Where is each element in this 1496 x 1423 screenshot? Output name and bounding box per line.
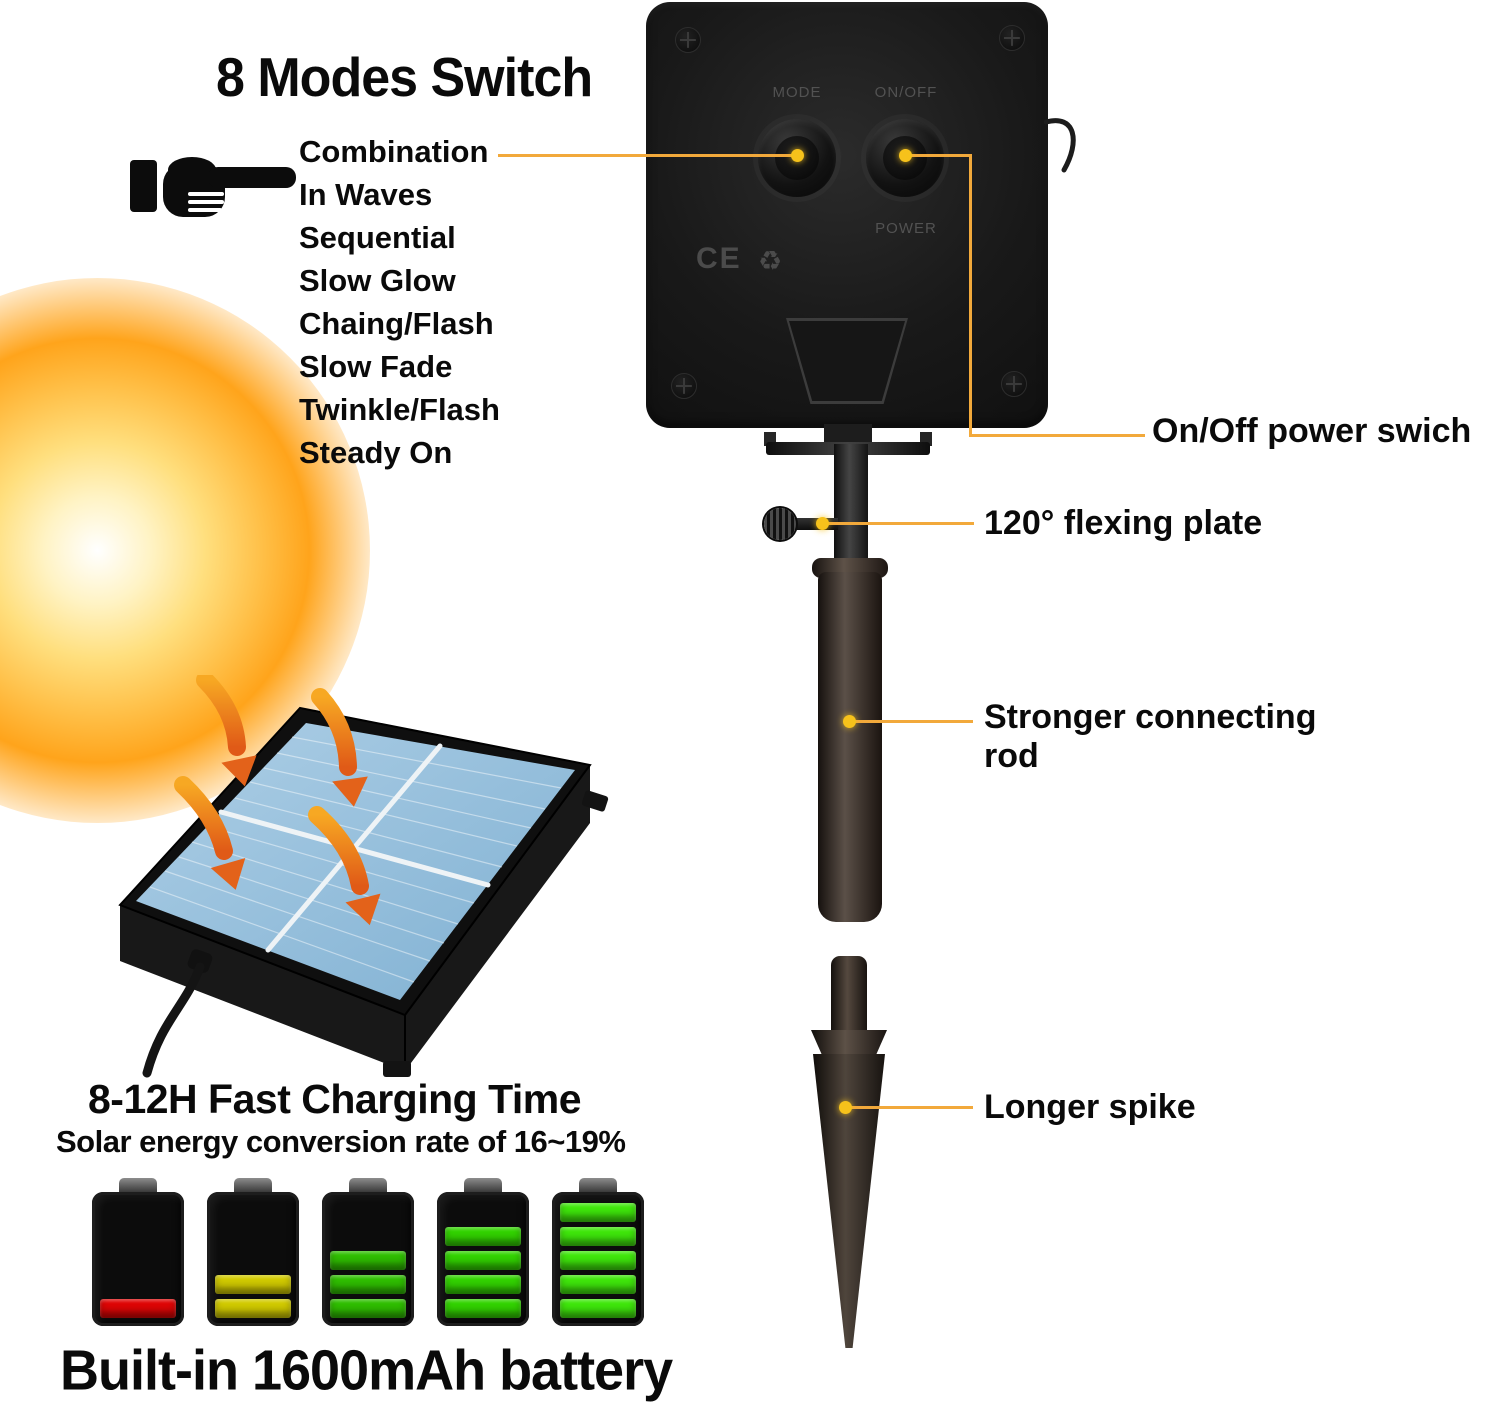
screw-icon — [671, 373, 697, 399]
charging-subtitle: Solar energy conversion rate of 16~19% — [56, 1124, 626, 1159]
battery-body — [322, 1192, 414, 1326]
battery-bar — [560, 1299, 636, 1318]
battery-indicator — [322, 1178, 414, 1326]
battery-bar — [560, 1203, 636, 1222]
mode-button-label: MODE — [772, 84, 822, 101]
battery-body — [552, 1192, 644, 1326]
battery-bar — [560, 1227, 636, 1246]
battery-terminal — [464, 1178, 502, 1192]
mode-item: Twinkle/Flash — [299, 392, 500, 427]
callout-dot-power — [899, 149, 912, 162]
power-cable — [142, 962, 205, 1078]
battery-indicator — [92, 1178, 184, 1326]
charging-title: 8-12H Fast Charging Time — [88, 1076, 582, 1122]
battery-bar — [445, 1299, 521, 1318]
callout-line-power — [969, 154, 972, 437]
spike-collar — [811, 1030, 887, 1056]
callout-connecting-rod: Stronger connecting rod — [984, 698, 1317, 776]
battery-indicator-row — [92, 1178, 644, 1326]
battery-terminal — [579, 1178, 617, 1192]
connecting-rod — [818, 572, 882, 922]
battery-bar — [330, 1275, 406, 1294]
callout-line-power — [969, 434, 1145, 437]
battery-bar — [445, 1227, 521, 1246]
callout-line-rod — [853, 720, 973, 723]
screw-icon — [999, 25, 1025, 51]
onoff-button-label: ON/OFF — [874, 84, 938, 101]
flexing-knob[interactable] — [764, 508, 796, 540]
flexing-plate — [834, 444, 868, 570]
mode-list: Combination In Waves Sequential Slow Glo… — [299, 132, 500, 476]
callout-power-switch: On/Off power swich — [1152, 412, 1472, 450]
battery-body — [207, 1192, 299, 1326]
callout-flexing-plate: 120° flexing plate — [984, 504, 1263, 542]
mode-item: Combination — [299, 134, 489, 169]
battery-body — [92, 1192, 184, 1326]
battery-indicator — [437, 1178, 529, 1326]
callout-longer-spike: Longer spike — [984, 1088, 1196, 1126]
mode-item: Sequential — [299, 220, 456, 255]
callout-dot-plate — [816, 517, 829, 530]
callout-line-mode — [498, 154, 794, 157]
battery-indicator — [207, 1178, 299, 1326]
battery-bar — [330, 1299, 406, 1318]
mounting-slot-inner — [789, 321, 905, 401]
battery-terminal — [119, 1178, 157, 1192]
battery-bar — [215, 1275, 291, 1294]
device-wire — [1044, 118, 1076, 173]
battery-terminal — [349, 1178, 387, 1192]
screw-icon — [1001, 371, 1027, 397]
panel-body — [120, 765, 590, 1071]
battery-bar — [445, 1251, 521, 1270]
mounting-slot — [786, 318, 908, 404]
ce-mark: CE — [696, 242, 742, 275]
cable-connector — [187, 949, 213, 973]
solar-panel-illustration — [118, 675, 609, 1078]
sun-arrow-icon — [174, 675, 381, 926]
callout-dot-mode — [791, 149, 804, 162]
battery-bar — [560, 1275, 636, 1294]
power-label: POWER — [875, 220, 937, 237]
battery-indicator — [552, 1178, 644, 1326]
screw-icon — [675, 27, 701, 53]
battery-bar — [215, 1299, 291, 1318]
battery-terminal — [234, 1178, 272, 1192]
callout-line-spike — [849, 1106, 973, 1109]
mounting-bracket — [824, 424, 872, 442]
callout-dot-rod — [843, 715, 856, 728]
mode-item: Slow Glow — [299, 263, 456, 298]
mode-item: In Waves — [299, 177, 433, 212]
mode-item: Steady On — [299, 435, 453, 470]
mode-item: Slow Fade — [299, 349, 453, 384]
recycle-icon: ♻ — [758, 246, 783, 276]
battery-body — [437, 1192, 529, 1326]
mode-item: Chaing/Flash — [299, 306, 494, 341]
pointing-hand-icon — [130, 157, 296, 217]
battery-capacity-text: Built-in 1600mAh battery — [60, 1339, 673, 1403]
callout-line-power — [910, 154, 972, 157]
callout-line-plate — [826, 522, 974, 525]
spike-neck — [831, 956, 867, 1034]
controller-device: MODE ON/OFF POWER CE ♻ — [646, 2, 1048, 428]
battery-bar — [560, 1251, 636, 1270]
battery-bar — [100, 1299, 176, 1318]
battery-bar — [445, 1275, 521, 1294]
battery-bar — [330, 1251, 406, 1270]
callout-dot-spike — [839, 1101, 852, 1114]
ground-spike — [813, 1054, 885, 1348]
modes-title: 8 Modes Switch — [216, 47, 593, 109]
